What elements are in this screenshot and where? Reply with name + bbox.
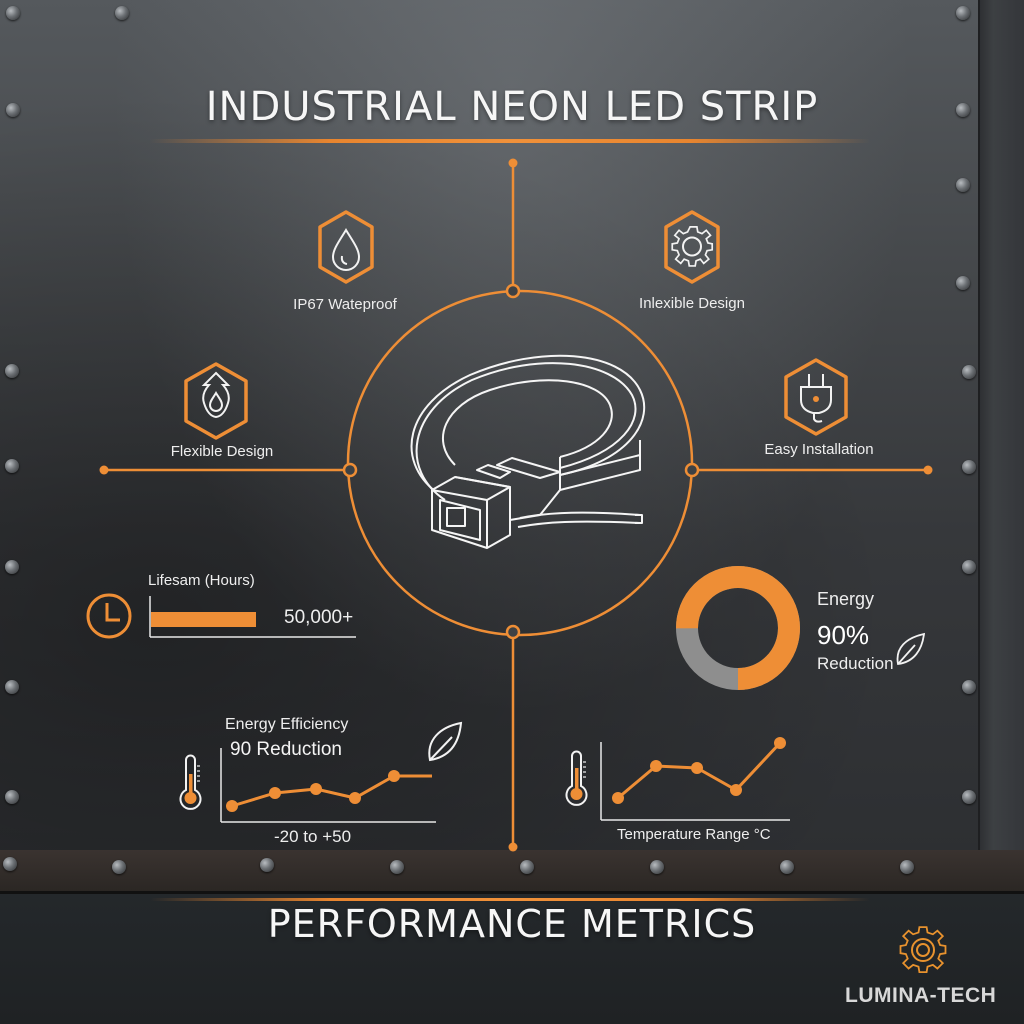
clock-icon [86, 593, 132, 639]
rivet [112, 860, 126, 874]
rivet [520, 860, 534, 874]
rivet [956, 6, 970, 20]
feature-label-inlexible: Inlexible Design [639, 295, 745, 312]
efficiency-subtitle: 90 Reduction [230, 739, 342, 760]
lifespan-bar-chart [149, 596, 356, 638]
water-drop-icon [331, 228, 361, 271]
rivet [962, 790, 976, 804]
energy-donut-chart [676, 566, 800, 690]
lifespan-value: 50,000+ [284, 607, 354, 628]
rivet [780, 860, 794, 874]
rivet [5, 680, 19, 694]
gear-icon [671, 225, 714, 267]
rivet [900, 860, 914, 874]
lifespan-bar [151, 612, 256, 627]
ring-node-right [684, 462, 700, 478]
temperature-xlabel: Temperature Range °C [617, 826, 771, 843]
feature-label-installation: Easy Installation [764, 441, 874, 458]
plug-dot [813, 396, 819, 402]
thermometer-icon [179, 754, 202, 810]
leaf-icon [896, 632, 926, 665]
energy-title: Energy [817, 589, 875, 609]
rivet [390, 860, 404, 874]
rivet [956, 276, 970, 290]
plate-seam [978, 0, 1024, 890]
lifespan-label: Lifesam (Hours) [148, 572, 255, 589]
hex-waterproof [318, 210, 374, 284]
rivet [962, 560, 976, 574]
page-title: INDUSTRIAL NEON LED STRIP [205, 84, 819, 130]
led-strip-illustration [410, 354, 646, 549]
plate-bottom-edge [0, 850, 1024, 894]
rivet [956, 178, 970, 192]
rivet [5, 459, 19, 473]
rivet [962, 365, 976, 379]
upload-drop-icon [201, 371, 231, 419]
rivet [5, 560, 19, 574]
energy-value: 90% [817, 620, 870, 650]
rivet [5, 364, 19, 378]
footer-rule [150, 898, 870, 901]
rivet [115, 6, 129, 20]
leaf-icon [428, 721, 463, 762]
efficiency-xlabel: -20 to +50 [274, 827, 352, 846]
rivet [962, 680, 976, 694]
rivet [956, 103, 970, 117]
thermometer-icon [565, 750, 588, 806]
feature-label-waterproof: IP67 Wateproof [293, 296, 397, 313]
hex-installation [784, 358, 848, 436]
hex-inlexible [664, 210, 720, 284]
footer-plate [0, 894, 1024, 1024]
gear-logo-icon [899, 926, 947, 974]
plug-icon [800, 374, 832, 423]
energy-caption: Reduction [817, 654, 894, 673]
feature-label-flexible: Flexible Design [170, 443, 274, 460]
rivet [6, 103, 20, 117]
rivet [6, 6, 20, 20]
efficiency-line-chart [220, 748, 436, 823]
hex-flexible [184, 362, 248, 440]
rivet [3, 857, 17, 871]
brand-name: LUMINA-TECH [845, 984, 997, 1007]
efficiency-title: Energy Efficiency [225, 716, 349, 733]
title-underline [150, 139, 870, 143]
rivet [962, 460, 976, 474]
ring-node-bottom [505, 624, 521, 640]
rivet [260, 858, 274, 872]
ring-node-top [505, 283, 521, 299]
ring-node-left [342, 462, 358, 478]
footer-title: PERFORMANCE METRICS [267, 902, 757, 946]
rivet [650, 860, 664, 874]
rivet [5, 790, 19, 804]
temperature-line-chart [600, 737, 790, 821]
